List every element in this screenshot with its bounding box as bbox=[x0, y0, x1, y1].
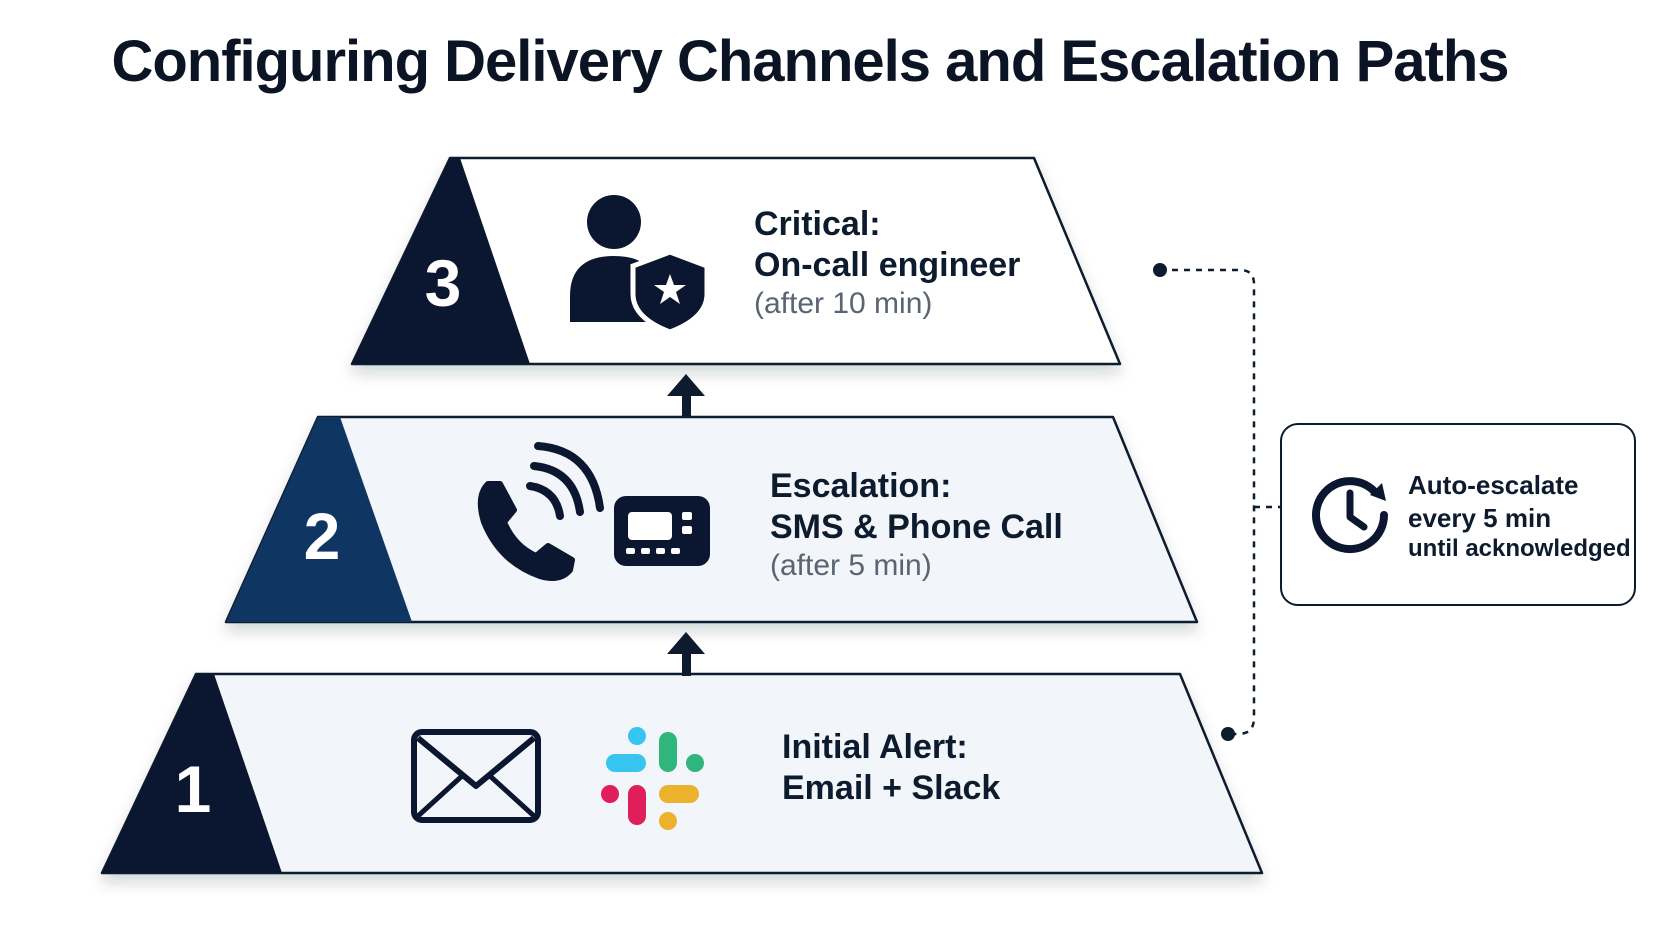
escalation-bracket bbox=[1160, 268, 1280, 736]
auto-escalate-line1: Auto-escalate bbox=[1408, 470, 1579, 500]
tier-3-heading: Critical: bbox=[754, 205, 881, 243]
tier-3-label: Critical: On-call engineer (after 10 min… bbox=[754, 204, 1020, 322]
tier-2-panel bbox=[224, 415, 1199, 624]
tier-2-channels: SMS & Phone Call bbox=[770, 507, 1063, 546]
tier-1-number: 1 bbox=[175, 752, 212, 826]
tier-3-number: 3 bbox=[425, 246, 462, 320]
tier-3 bbox=[350, 156, 1122, 366]
tier-3-panel bbox=[350, 156, 1122, 366]
page-title: Configuring Delivery Channels and Escala… bbox=[111, 29, 1509, 94]
clock-icon bbox=[1312, 477, 1388, 554]
tier-2 bbox=[224, 415, 1199, 624]
tier-1-heading: Initial Alert: bbox=[782, 728, 968, 766]
tier-2-badge bbox=[226, 417, 412, 622]
tier-3-badge bbox=[352, 158, 530, 364]
tier-2-label: Escalation: SMS & Phone Call (after 5 mi… bbox=[770, 466, 1063, 584]
slack-icon bbox=[601, 727, 704, 830]
tier-3-channels: On-call engineer bbox=[754, 245, 1021, 284]
user-shield-icon bbox=[570, 195, 710, 335]
tier-1-badge bbox=[102, 674, 282, 873]
tier-2-number: 2 bbox=[304, 499, 341, 573]
auto-escalate-text: Auto-escalate every 5 min until acknowle… bbox=[1408, 469, 1631, 564]
auto-escalate-line2: every 5 min bbox=[1408, 502, 1552, 533]
arrow-up-icon bbox=[667, 632, 705, 676]
arrow-up-icon bbox=[667, 374, 705, 418]
bracket-dot-top bbox=[1153, 263, 1167, 277]
tier-2-heading: Escalation: bbox=[770, 467, 952, 505]
tier-1-channels: Email + Slack bbox=[782, 768, 1001, 807]
tier-1 bbox=[100, 672, 1264, 875]
auto-escalate-line3: until acknowledged bbox=[1408, 535, 1631, 562]
pager-icon bbox=[614, 496, 710, 566]
bracket-dot-bottom bbox=[1221, 727, 1235, 741]
envelope-icon bbox=[411, 729, 541, 823]
tier-2-delay: (after 5 min) bbox=[770, 548, 932, 582]
tier-3-delay: (after 10 min) bbox=[754, 286, 933, 320]
tier-1-label: Initial Alert: Email + Slack bbox=[782, 727, 1000, 809]
phone-icon bbox=[477, 442, 604, 581]
tier-1-panel bbox=[100, 672, 1264, 875]
auto-escalate-callout: Auto-escalate every 5 min until acknowle… bbox=[1280, 423, 1636, 606]
